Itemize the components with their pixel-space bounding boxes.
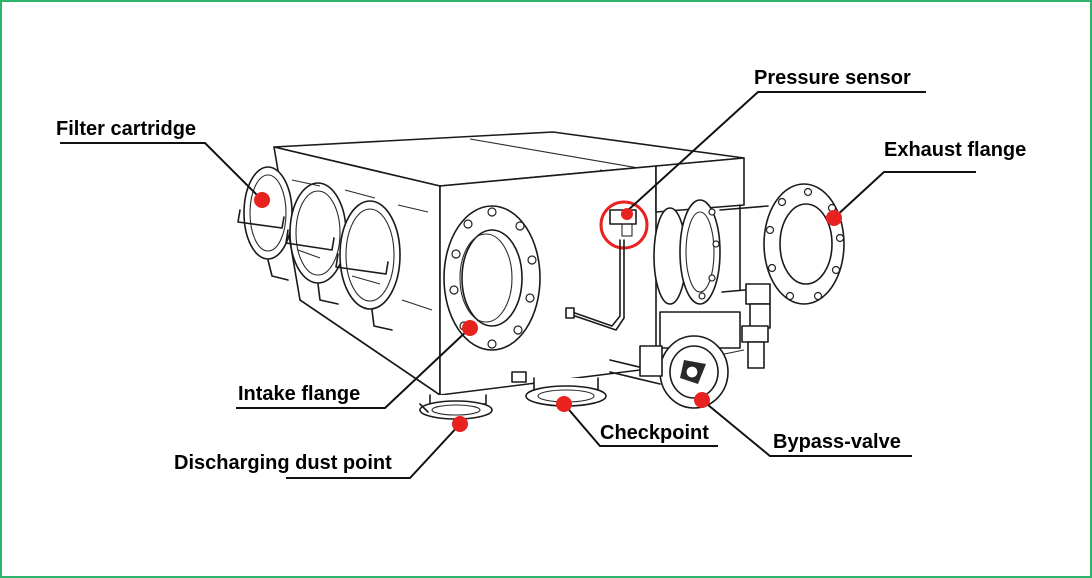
marker-exhaust-flange [826,210,842,226]
label-intake-flange: Intake flange [238,383,361,405]
intake-flange [443,205,541,351]
leader-exhaust-flange [833,171,976,219]
label-discharging-dust-point: Discharging dust point [174,452,392,474]
leader-intake-flange [236,327,471,409]
marker-checkpoint [556,396,572,412]
label-bypass-valve: Bypass-valve [773,431,901,453]
label-exhaust-flange: Exhaust flange [884,139,1027,161]
marker-dots [254,192,842,432]
marker-discharging-dust-point [452,416,468,432]
label-pressure-sensor: Pressure sensor [754,67,911,89]
marker-intake-flange [462,320,478,336]
marker-filter-cartridge [254,192,270,208]
leader-bypass-valve [701,399,912,457]
leader-pressure-sensor [625,91,926,213]
marker-pressure-sensor [621,208,633,220]
label-filter-cartridge: Filter cartridge [56,118,197,140]
label-checkpoint: Checkpoint [600,422,709,444]
filter-caps [237,166,433,331]
leader-filter-cartridge [60,142,263,201]
leader-discharging-dust-point [286,423,461,479]
marker-bypass-valve [694,392,710,408]
bottom-outlets [419,371,607,420]
bypass-valve-assembly [609,311,741,409]
exhaust-assembly [653,183,845,369]
leader-lines [60,91,976,479]
leader-checkpoint [563,403,718,447]
